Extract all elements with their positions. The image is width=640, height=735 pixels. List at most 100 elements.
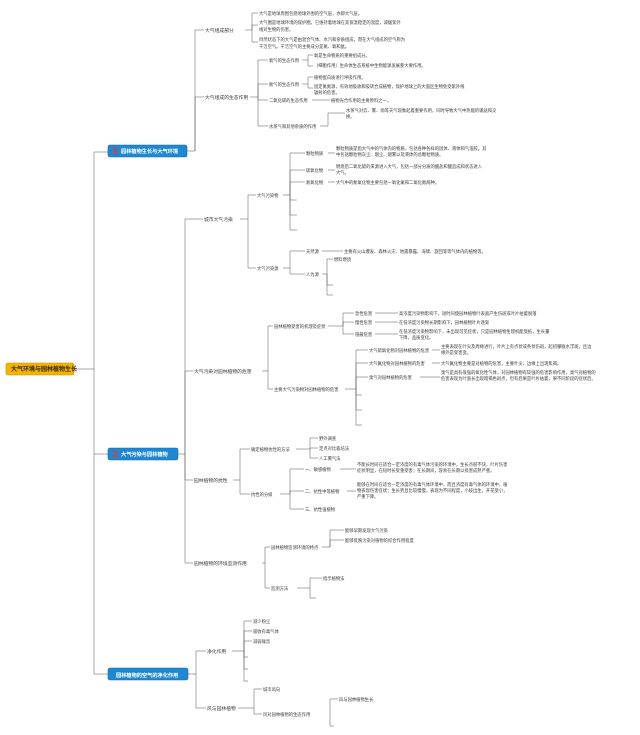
connector [74,151,108,370]
connector [320,112,345,127]
branch-number-1: 1 [112,147,118,157]
node-monitor-method: 监测方法 [271,585,289,592]
node-symptoms: 园林植物受害的机理及症状 [274,323,326,330]
oxygen-item-1: 氧是生命物质的重要组成分。 [314,52,370,59]
method-item: 指示植物法 [323,575,345,582]
connector [329,698,338,727]
node-grade: 抗性的分级 [251,491,273,498]
branch-1-node[interactable]: 1 园林植物生长与大气环境 [107,144,188,158]
purify-item-2: 吸收有毒气体 [253,628,279,635]
connector [187,29,204,152]
branch-number-2: 2 [112,450,118,460]
hidden-item: 在低浓度污染物影响下，未出现可见症状，只是园林植物生理机能受抵，生长量 下降，品… [399,328,551,341]
node-pollutants: 大气污染物 [257,192,279,199]
node-monitor: 园林植物的环境监测作用 [194,560,247,567]
node-acute: 急性危害 [355,310,373,317]
comp-item-3: 目然状态下的大气是由混合气体、水汽和杂质组成，而在大气组成的空气称为 干洁空气。… [259,36,406,50]
node-particulate: 颗粒物质 [306,150,324,157]
connector [296,437,318,459]
oxygen-item-2: （细胞作用）生命体生态系统中生物能源发展重大要作用。 [314,62,426,69]
wind-item-2: 风对园林植物的生态作用 [263,711,310,718]
node-pan: 臭气对园林植物的危害 [369,374,413,381]
connector [322,258,333,296]
connector [302,54,313,67]
branch-label-2: 大气污染与园林植物 [121,450,169,458]
root-label: 大气环境与园林植物生长 [11,365,78,373]
connector [328,312,354,335]
branch-2-node[interactable]: 2 大气污染与园林植物 [107,447,179,461]
connector [184,454,193,481]
monitor-item-1: 能够早期发现大气污染 [345,527,389,534]
pan-item: 臭气是具有很强的氧化性气体，对园林植物有较强的危害影响作用，臭气对植物的 危害表… [441,369,597,382]
node-oxygen: 氧气的生态作用 [269,57,299,64]
node-purify: 净化作用 [207,648,226,655]
connector [297,577,322,599]
nox-item: 大气中的氮氧化物主要包括一氧化氮和二氧化氮两种。 [336,179,439,186]
connector [283,152,305,231]
chronic-item: 在低浓度污染物长期影响下，园林植物叶片逐渐 [399,319,490,326]
node-natural: 天然源 [306,248,320,255]
node-city: 城市大气污染 [204,216,233,223]
comp-item-2: 大气圈是地球环境的保护圈，它维持着地球在其保温稳定的温度，减缓紫外 线对生物的伤… [259,19,402,33]
n2-item-2: 固定氮氮源，有效地吸收和吸转合成植物，保护地球上的大面区生物免受紫外线 辐射的危… [314,83,466,96]
node-sensitive: 一、敏感植物 [305,466,331,473]
no2-item: 大气氟化物主要是对植物的危害，主要叶尖、边缘上出现焦褐。 [441,360,561,367]
connector [93,454,108,675]
node-mid: 二、抗性中等植物 [305,488,340,495]
so-gas-item: 燃烧后二氧化硫的来源进入大气，包括一部分分质的酸盐和酸造成和状态进入 大气。 [336,163,483,176]
node-so-gas: 硫氧化物 [306,167,324,174]
connector [283,250,305,275]
connector [184,370,193,454]
measure-item-2: 定点对比栽培法 [319,445,350,452]
connector [188,650,206,709]
purify-item-1: 减少粉尘 [253,618,271,625]
root-node[interactable]: 大气环境与园林植物生长 [5,362,78,376]
connector [178,218,203,455]
node-wind: 风与园林植物 [207,705,236,712]
comp-item-1: 大气是地球周围包绕地球外围的空气层，亦即大气层。 [259,10,362,17]
connector [262,546,270,589]
connector [245,12,258,43]
natural-item: 主要有火山爆发、森林火灾、地震暴露、海啸、旋回等等气体内的植物等。 [344,248,486,255]
connector [262,325,273,390]
branch-3-node[interactable]: 园林植物的空气的净化作用 [107,667,189,681]
connector [240,194,256,269]
node-nox: 氮氧化物 [306,179,324,186]
node-sources: 大气污染源 [257,265,279,272]
connector [233,448,250,495]
connector [194,96,204,151]
node-major: 主要大气污染物对园林植物的危害 [274,386,339,393]
node-co2: 二氧化碳的生态作用 [269,97,308,104]
node-monitor-feature: 园林植物监测环境的特点 [271,544,319,551]
water-item: 水蒸气对云、雾、雨等天气现象起着重要作用，同时导致大气中热能的输送和交 换。 [346,107,498,120]
node-ecology: 大气组成的生态作用 [205,94,248,101]
node-chronic: 慢性危害 [355,319,373,326]
node-measure: 确定植物抗性的方法 [251,446,290,453]
connector [250,59,268,127]
particulate-item: 颗粒物质是指大气中的气体内的物质，包括各种各样的固体、液体和气溶胶。其 中包括颗… [336,145,488,158]
node-resist: 园林植物的抗性 [194,477,228,484]
co2-item: 植物光合作用的主要原料之一。 [331,97,391,104]
n2-item-1: 植物蛋白质进行呼吸作用。 [314,74,366,81]
acute-item: 高浓度污染物影响下，短时间使园林植物叶表面产生伤斑或叶片枯萎脱落 [399,310,537,317]
measure-item-3: 人工熏气法 [319,455,341,462]
node-high: 三、抗性强植物 [305,506,336,513]
wind-sub: 风与园林植物生长 [339,696,374,703]
human-item: 燃料燃烧 [334,256,352,263]
connector [322,529,344,548]
monitor-item-2: 能够反映污染对植物的综合作用程度 [345,537,414,544]
connector [184,454,193,564]
node-no2: 大气氟化物对园林植物的危害 [369,360,426,367]
branch-label-3: 园林植物的空气的净化作用 [116,671,178,679]
node-n2: 氮气的生态作用 [269,81,299,88]
purify-item-3: 减弱噪音 [253,638,271,645]
so2-item: 主要表现在叶尖及周缘进行，叶片上有点状或条状伤斑，起初朦胧水浮斑，且边 缘外是受… [441,343,593,356]
connector [302,76,313,89]
connector [280,468,304,510]
connector [238,688,262,715]
connector [93,369,108,455]
node-so2: 大气硫氧化物对园林植物的危害 [369,347,430,354]
sensitive-item: 不能长时间在适合一定浓度的有毒气体污染的环境中，生长点很不快，叶片伤害 症状明显… [357,461,509,474]
mid-item: 能够在时间在适合一定浓度的有毒气体环境中，而且浓度有毒气体的环境中，植 物表现伤… [357,481,509,500]
